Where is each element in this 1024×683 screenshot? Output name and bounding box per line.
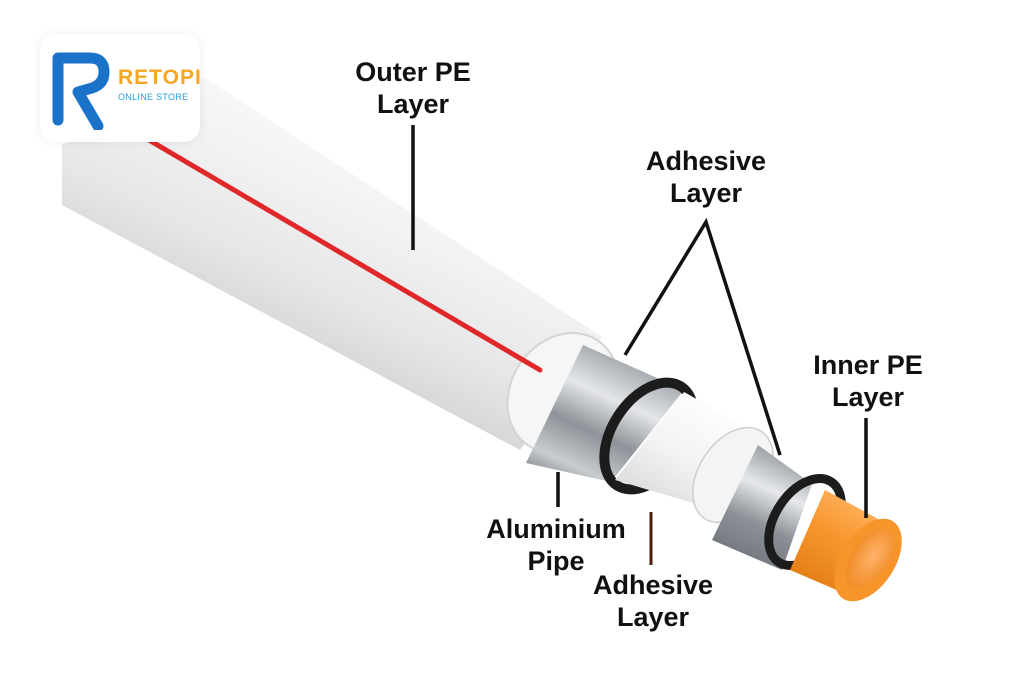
label-inner-pe-layer: Inner PE Layer — [790, 349, 946, 413]
label-line: Layer — [616, 602, 690, 632]
label-line: Outer PE — [355, 57, 471, 87]
leader-adhesive-top — [623, 217, 782, 456]
retopi-r-logo-icon — [52, 52, 110, 130]
label-aluminium-pipe: Aluminium Pipe — [458, 513, 654, 577]
red-stripe — [112, 117, 543, 373]
logo-name: RETOPI — [118, 66, 202, 89]
logo-subtitle: ONLINE STORE — [118, 92, 189, 102]
label-adhesive-layer-top: Adhesive Layer — [623, 145, 789, 209]
label-line: Layer — [669, 178, 743, 208]
aluminium-pipe — [526, 345, 684, 482]
label-line: Adhesive — [645, 146, 767, 176]
label-adhesive-layer-bottom: Adhesive Layer — [570, 569, 736, 633]
logo-card: RETOPI ONLINE STORE — [40, 34, 202, 142]
label-outer-pe-layer: Outer PE Layer — [330, 56, 496, 120]
label-line: Inner PE — [813, 350, 923, 380]
label-line: Layer — [831, 382, 905, 412]
label-line: Layer — [376, 89, 450, 119]
label-line: Adhesive — [592, 570, 714, 600]
label-line: Pipe — [527, 546, 585, 576]
label-line: Aluminium — [486, 514, 626, 544]
inner-aluminium — [712, 445, 812, 570]
inner-pe-bore — [846, 527, 894, 589]
